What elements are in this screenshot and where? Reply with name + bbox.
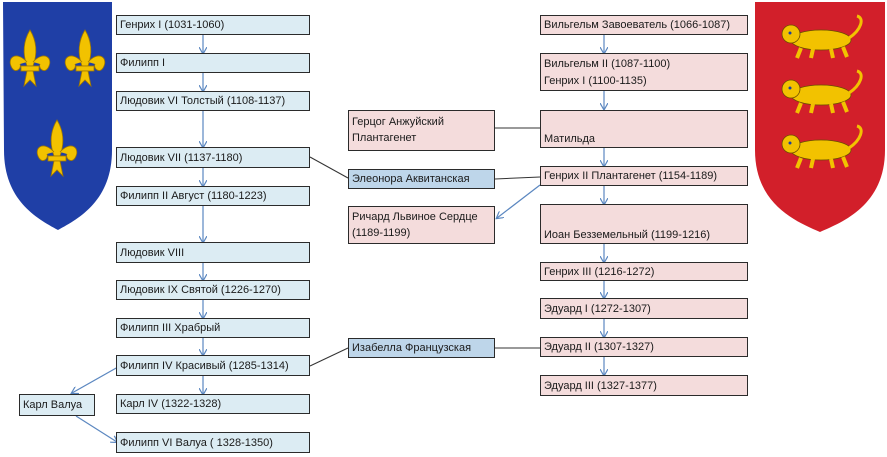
conn-philip4-isabella [309,347,349,367]
french-king-7: Людовик IX Святой (1226-1270) [116,280,310,300]
french-king-2-label: Филипп I [120,57,166,69]
england-coat-of-arms-icon [755,2,885,232]
french-king-4: Людовик VII (1137-1180) [116,147,310,168]
french-king-3: Людовик VI Толстый (1108-1137) [116,91,310,111]
french-king-6: Людовик VIII [116,242,310,263]
richard-label: Ричард Львиное Сердце (1189-1199) [352,211,478,239]
anjou-box: Герцог Анжуйский Плантагенет [348,110,495,151]
arrow-henry2-to-richard [497,184,541,218]
english-king-2-label: Вильгельм II (1087-1100) [544,58,671,70]
anjou-label: Герцог Анжуйский Плантагенет [352,116,444,144]
eleanor-label: Элеонора Аквитанская [352,173,470,185]
english-king-8-label: Эдуард II (1307-1327) [544,341,654,353]
english-king-1: Вильгельм Завоеватель (1066-1087) [540,15,748,35]
french-king-6-label: Людовик VIII [120,246,185,259]
english-king-7: Эдуард I (1272-1307) [540,298,748,319]
french-king-11-label: Филипп VI Валуа ( 1328-1350) [120,436,273,449]
arrow-fr-to-valois [72,366,119,393]
french-king-5-label: Филипп II Август (1180-1223) [120,190,267,202]
english-king-4-label: Генрих II Плантагенет (1154-1189) [544,170,718,182]
french-king-5: Филипп II Август (1180-1223) [116,186,310,206]
english-kings-2-3: Вильгельм II (1087-1100) Генрих I (1100-… [540,53,748,91]
english-king-6-label: Генрих III (1216-1272) [544,265,655,278]
english-king-4: Генрих II Плантагенет (1154-1189) [540,166,748,186]
french-king-8: Филипп III Храбрый [116,318,310,338]
conn-eleanor-henry2 [494,176,541,180]
english-king-6: Генрих III (1216-1272) [540,262,748,281]
english-king-7-label: Эдуард I (1272-1307) [544,302,651,315]
french-king-10: Карл IV (1322-1328) [116,394,310,414]
french-king-2: Филипп I [116,53,310,73]
valois-box: Карл Валуа [19,394,95,416]
eleanor-box: Элеонора Аквитанская [348,169,495,189]
french-king-1: Генрих I (1031-1060) [116,15,310,35]
english-king-5-label: Иоан Безземельный (1199-1216) [544,229,711,241]
french-king-3-label: Людовик VI Толстый (1108-1137) [120,95,286,107]
english-king-9-label: Эдуард III (1327-1377) [544,379,657,392]
english-king-1-label: Вильгельм Завоеватель (1066-1087) [544,19,731,31]
valois-label: Карл Валуа [23,399,83,411]
english-king-9: Эдуард III (1327-1377) [540,375,748,396]
french-king-9: Филипп IV Красивый (1285-1314) [116,355,310,376]
english-matilda-label: Матильда [544,133,596,145]
conn-louis7-eleanor [309,156,349,179]
french-king-8-label: Филипп III Храбрый [120,322,221,334]
isabella-box: Изабелла Французская [348,338,495,358]
french-king-11: Филипп VI Валуа ( 1328-1350) [116,432,310,453]
english-king-8: Эдуард II (1307-1327) [540,337,748,357]
french-king-4-label: Людовик VII (1137-1180) [120,151,243,164]
french-king-1-label: Генрих I (1031-1060) [120,19,225,31]
french-king-9-label: Филипп IV Красивый (1285-1314) [120,359,289,372]
english-king-5: Иоан Безземельный (1199-1216) [540,204,748,244]
richard-box: Ричард Львиное Сердце (1189-1199) [348,206,495,244]
english-matilda: Матильда [540,110,748,148]
english-king-3-label: Генрих I (1100-1135) [544,75,647,87]
isabella-label: Изабелла Французская [352,342,472,354]
french-king-7-label: Людовик IX Святой (1226-1270) [120,284,281,296]
france-coat-of-arms-icon [3,2,112,230]
arrow-valois-to-philip6 [75,415,117,442]
french-king-10-label: Карл IV (1322-1328) [120,398,222,410]
